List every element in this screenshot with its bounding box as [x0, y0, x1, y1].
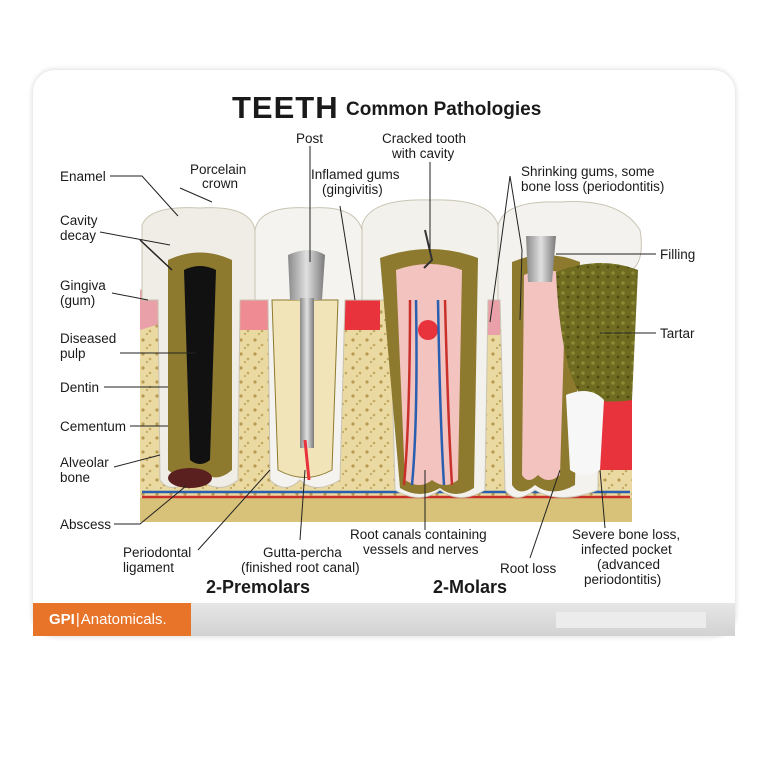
label-cavity-2: decay: [60, 228, 97, 243]
label-shrinking-2: bone loss (periodontitis): [521, 179, 665, 194]
title-subtitle: Common Pathologies: [346, 99, 542, 120]
molar-cracked-cavity: [361, 199, 499, 498]
brand-anatomicals: Anatomicals.: [80, 611, 167, 628]
label-rootloss: Root loss: [500, 561, 557, 576]
label-post: Post: [296, 131, 324, 146]
footer-bar: [191, 603, 735, 636]
label-cavity-1: Cavity: [60, 213, 98, 228]
brand-logo: GPI|Anatomicals.: [33, 603, 191, 636]
label-gutta-1: Gutta-percha: [263, 545, 342, 560]
label-alveolar-1: Alveolar: [60, 455, 109, 470]
label-abscess: Abscess: [60, 517, 112, 532]
brand-separator: |: [75, 611, 80, 628]
brand-gpi: GPI: [49, 611, 75, 628]
label-enamel: Enamel: [60, 169, 106, 184]
label-gingiva-2: (gum): [60, 293, 96, 308]
label-dentin: Dentin: [60, 380, 100, 395]
label-periodontal-2: ligament: [123, 560, 175, 575]
label-shrinking-1: Shrinking gums, some: [521, 164, 655, 179]
label-porcelain-crown-1: Porcelain: [190, 162, 247, 177]
label-porcelain-crown-2: crown: [202, 176, 239, 191]
premolar-diseased-pulp: [139, 207, 256, 488]
label-gutta-2: (finished root canal): [241, 560, 360, 575]
premolar-crown-post: [254, 207, 363, 488]
label-filling: Filling: [660, 247, 696, 262]
label-inflamed-2: (gingivitis): [322, 182, 383, 197]
footer-bar-panel: [556, 612, 706, 628]
label-severe-1: Severe bone loss,: [572, 527, 681, 542]
label-gingiva-1: Gingiva: [60, 278, 106, 293]
label-cracked-2: with cavity: [392, 146, 455, 161]
label-cementum: Cementum: [60, 419, 127, 434]
label-periodontal-1: Periodontal: [123, 545, 192, 560]
molar-filling-tartar: [497, 201, 642, 498]
label-severe-2: infected pocket: [581, 542, 672, 557]
group-label-premolars: 2-Premolars: [206, 577, 311, 597]
leader-lines: [99, 146, 656, 559]
label-rootcanals-2: vessels and nerves: [363, 542, 479, 557]
label-rootcanals-1: Root canals containing: [350, 527, 487, 542]
label-cracked-1: Cracked tooth: [382, 131, 467, 146]
label-tartar: Tartar: [660, 326, 695, 341]
label-severe-4: periodontitis): [584, 572, 662, 587]
label-inflamed-1: Inflamed gums: [311, 167, 400, 182]
title-main: TEETH: [232, 90, 339, 125]
label-alveolar-2: bone: [60, 470, 91, 485]
label-severe-3: (advanced: [597, 557, 661, 572]
label-diseased-2: pulp: [60, 346, 86, 361]
label-diseased-1: Diseased: [60, 331, 117, 346]
group-label-molars: 2-Molars: [433, 577, 508, 597]
